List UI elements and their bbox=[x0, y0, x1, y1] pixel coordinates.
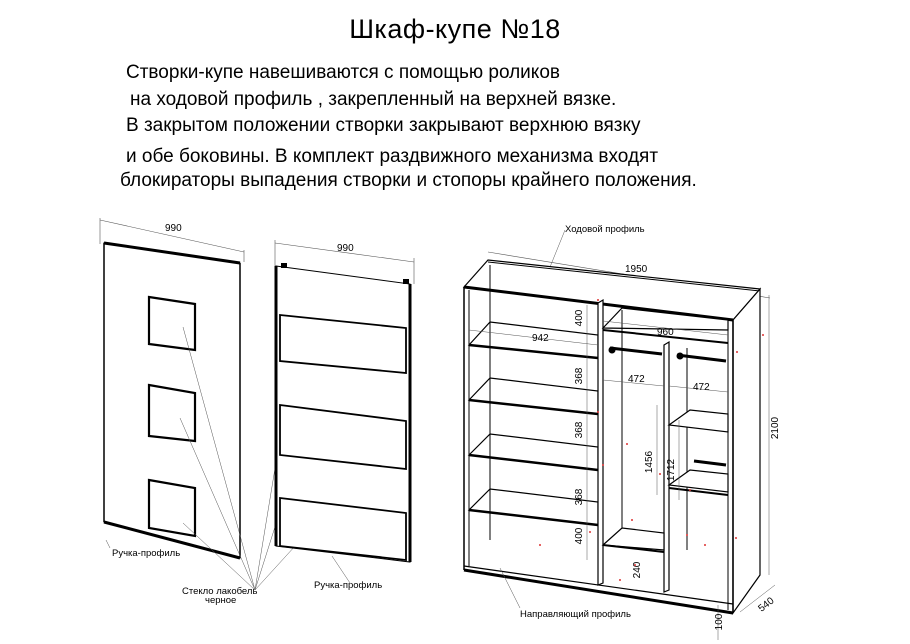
cabinet-width-label: 1950 bbox=[625, 264, 648, 275]
door2-panel-3 bbox=[279, 496, 407, 562]
door2-panel-1 bbox=[279, 314, 407, 374]
door2-dim-line bbox=[274, 242, 415, 263]
cabinet-depth-label: 540 bbox=[756, 595, 776, 614]
cabinet-right-side bbox=[732, 287, 761, 615]
shelf-height-5: 400 bbox=[574, 527, 585, 544]
shelf-height-2: 368 bbox=[574, 367, 585, 384]
inner-width-1: 472 bbox=[628, 374, 645, 385]
bottom-compartment-height: 240 bbox=[632, 561, 643, 578]
rotated-dimension-labels: 400 368 368 368 400 1456 1712 240 2100 100 540 bbox=[574, 309, 781, 630]
plinth-height-label: 100 bbox=[714, 613, 725, 630]
door1-glass-3 bbox=[147, 478, 197, 538]
cabinet-height-label: 2100 bbox=[770, 416, 781, 439]
red-markers bbox=[539, 299, 764, 581]
glass-label-line1: Стекло лакобель bbox=[182, 586, 257, 597]
cabinet: Ходовой профиль 1950 bbox=[462, 224, 776, 640]
bottom-profile-label: Направляющий профиль bbox=[520, 609, 631, 620]
description-line-2: на ходовой профиль , закрепленный на вер… bbox=[130, 89, 617, 110]
door1-handle-label: Ручка-профиль bbox=[112, 548, 180, 559]
door1-glass-2 bbox=[147, 383, 197, 443]
door2-panel-2 bbox=[279, 403, 407, 471]
description-line-1: Створки-купе навешиваются с помощью роли… bbox=[126, 62, 560, 83]
glass-label-line2: черное bbox=[205, 595, 236, 606]
door-1: 990 Ручка-профиль Стекло лакобель черное bbox=[99, 218, 297, 606]
door1-glass-1 bbox=[147, 295, 197, 352]
left-section-width: 942 bbox=[532, 333, 549, 344]
rail-height-1: 1456 bbox=[644, 450, 655, 473]
door2-width-label: 990 bbox=[337, 243, 354, 254]
door1-dim-line bbox=[99, 219, 245, 253]
description-line-4: и обе боковины. В комплект раздвижного м… bbox=[126, 146, 659, 167]
door1-width-label: 990 bbox=[165, 223, 182, 234]
shelf-height-3: 368 bbox=[574, 421, 585, 438]
description-line-5: блокираторы выпадения створки и стопоры … bbox=[120, 170, 697, 191]
inner-width-2: 472 bbox=[693, 382, 710, 393]
cabinet-top bbox=[462, 259, 762, 321]
door-2: 990 Ручка-профиль bbox=[274, 240, 415, 591]
description-line-3: В закрытом положении створки закрывают в… bbox=[126, 115, 641, 136]
right-section-width: 960 bbox=[657, 327, 674, 338]
rail-height-2: 1712 bbox=[666, 458, 677, 481]
top-profile-label: Ходовой профиль bbox=[565, 224, 645, 235]
shelf-height-1: 400 bbox=[574, 309, 585, 326]
page-title: Шкаф-купе №18 bbox=[349, 14, 561, 44]
door2-handle-label: Ручка-профиль bbox=[314, 580, 382, 591]
shelf-height-4: 368 bbox=[574, 488, 585, 505]
